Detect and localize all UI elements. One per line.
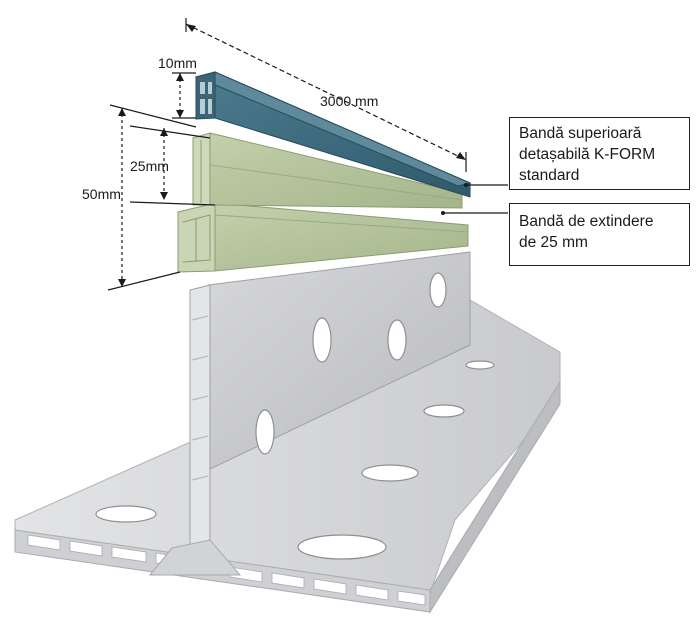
callout-extension-strip-line-1: Bandă de extindere (519, 213, 654, 230)
callout-top-strip: Bandă superioară detașabilă K-FORM stand… (509, 117, 690, 190)
callout-extension-strip-line-2: de 25 mm (519, 234, 588, 251)
base-chambers (27, 534, 426, 606)
web-hole-3 (387, 319, 407, 361)
plate-hole-1 (95, 505, 157, 523)
web-hole-4 (429, 272, 447, 308)
plate-hole-5 (465, 360, 495, 370)
dimension-arrows (118, 24, 468, 287)
web-hole-2 (312, 317, 332, 363)
plate-hole-2 (297, 534, 387, 560)
callout-top-strip-line-3: standard (519, 167, 580, 184)
base-web-fillet (148, 539, 242, 576)
dim-length-line (185, 23, 467, 161)
dim-total-label: 50mm (82, 186, 121, 202)
plate-hole-3 (361, 464, 419, 482)
web-hole-1 (255, 409, 275, 455)
top-strip-end (195, 71, 216, 120)
dim-length-label: 3000 mm (320, 93, 378, 109)
top-strip (194, 71, 472, 198)
callout-top-strip-line-1: Bandă superioară (519, 125, 642, 142)
dim-extension-label: 25mm (130, 158, 169, 174)
dimension-lines (107, 18, 508, 291)
extension-strip (177, 132, 469, 273)
callout-top-strip-line-2: detașabilă K-FORM (519, 146, 656, 163)
base-web-end (189, 284, 211, 549)
plate-holes (95, 360, 495, 560)
web-holes (255, 272, 447, 455)
dim-top-label: 10mm (158, 55, 197, 71)
base-side-edge (429, 380, 561, 614)
callout-extension-strip: Bandă de extindere de 25 mm (509, 203, 690, 266)
base-profile (14, 251, 561, 614)
plate-hole-4 (423, 404, 465, 418)
